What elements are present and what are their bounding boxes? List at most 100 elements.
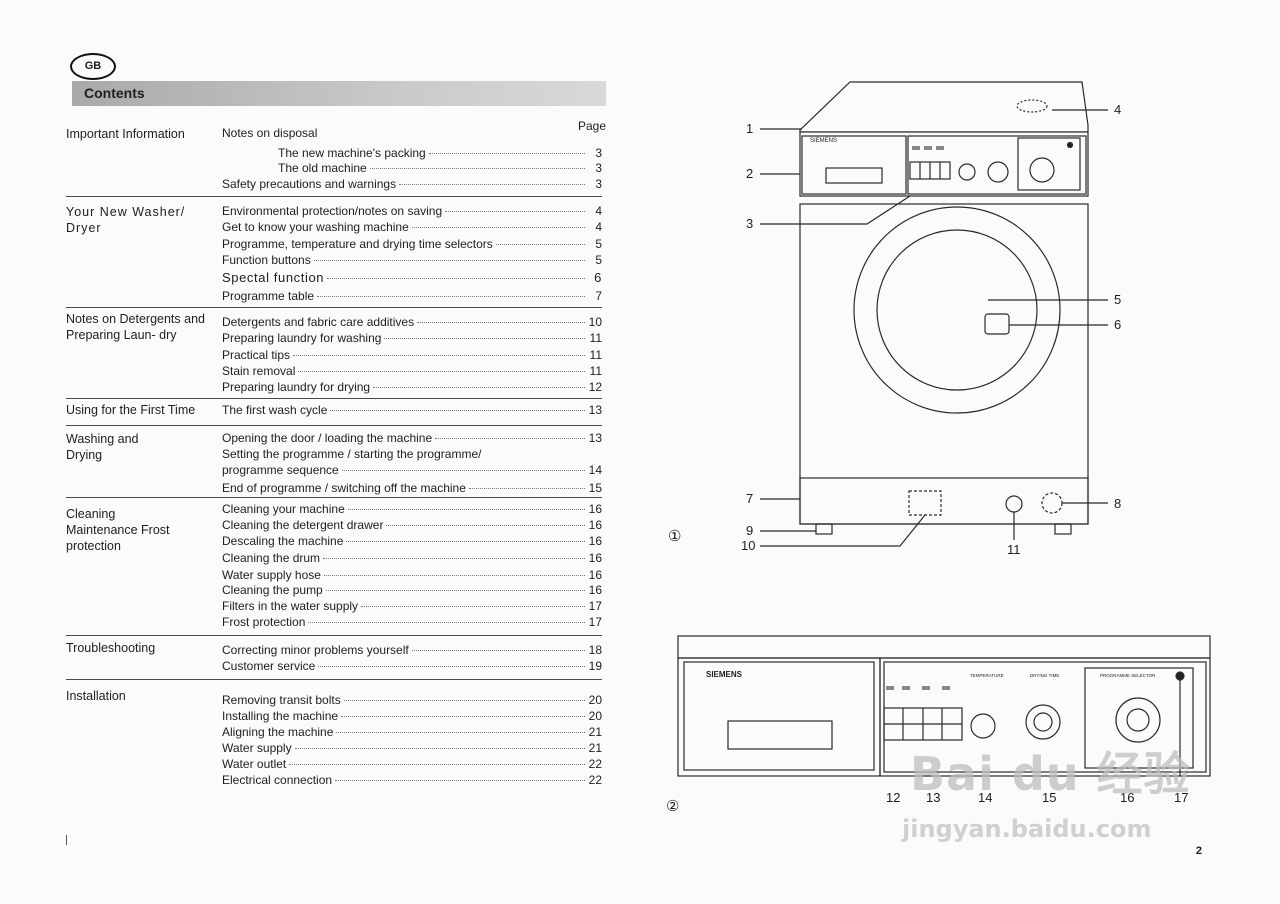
callout-8: 8 [1114,496,1122,511]
page-number: 2 [1195,845,1202,857]
top-marker [1016,99,1048,113]
figure-2-number: ② [666,798,680,815]
figure-1-number: ① [668,528,682,545]
drying-time-dial [987,161,1009,183]
section-title: Notes on Detergents and Preparing Laun- … [66,312,205,342]
machine-body [799,203,1089,525]
section-divider [66,398,602,399]
panel-top-strip [677,635,1211,659]
callout-4: 4 [1114,102,1122,117]
toc-entry[interactable]: Environmental protection/notes on saving… [222,204,602,218]
temperature-label: TEMPERATURE [970,673,1004,678]
section-divider [66,635,602,636]
section-title: Important Information [66,127,185,141]
callout-11: 11 [1007,542,1021,557]
language-badge: GB [70,53,116,80]
callout-12: 12 [886,790,901,805]
programme-selector-area [1017,137,1081,191]
callout-2: 2 [746,166,754,181]
programme-selector-label: PROGRAMME SELECTOR [1100,673,1156,678]
toc-entry[interactable]: Programme, temperature and drying time s… [222,237,602,251]
contents-page: GB Contents Page Important Information N… [66,53,607,845]
door-handle [984,313,1010,335]
programme-selector-dial [1029,157,1055,183]
toc-entry[interactable]: Notes on disposal [222,126,318,140]
toc-entry[interactable]: End of programme / switching off the mac… [222,481,602,495]
control-panel-front [799,131,1089,197]
machine-brand: SIEMENS [810,138,838,144]
panel-drying-dial [1025,704,1061,740]
callout-17: 17 [1174,790,1189,805]
plinth [799,477,1089,525]
section-title: Cleaning Maintenance Frost protection [66,507,170,553]
panel-brand: SIEMENS [706,670,743,679]
section-title: Your New Washer/ Dryer [66,205,186,235]
panel-drawer-handle [727,720,833,750]
page-column-label: Page [578,119,607,133]
contents-header-bar: Contents [72,81,606,106]
callout-16: 16 [1120,790,1135,805]
drying-time-label: DRYING TIME [1030,673,1060,678]
machine-top-cover [799,81,1089,133]
callout-3: 3 [746,216,754,231]
temperature-dial [958,163,976,181]
foot-left [815,523,833,535]
washing-machine-diagram [677,81,1211,777]
panel-programme-area [1084,667,1194,769]
toc-entry[interactable]: Setting the programme / starting the pro… [222,447,482,461]
section-title: Washing and Drying [66,432,139,462]
watermark-logo: Bai du 经验 [910,747,1191,801]
callout-9: 9 [746,523,754,538]
panel-controls-detail [879,657,1211,777]
panel-indicator-light [1175,671,1185,681]
foot-right [1054,523,1072,535]
watermark-url: jingyan.baidu.com [902,815,1152,843]
section-divider [66,196,602,197]
callout-7: 7 [746,491,754,506]
callout-15: 15 [1042,790,1057,805]
panel-temperature-dial [970,713,996,739]
callout-1: 1 [746,121,754,136]
section-divider [66,307,602,308]
margin-mark [66,835,67,845]
section-title: Using for the First Time [66,403,196,417]
callout-5: 5 [1114,292,1122,307]
section-divider [66,679,602,680]
drawer-handle [825,167,883,184]
panel-controls [907,135,1087,195]
door-outer-ring [853,206,1061,414]
section-title: Installation [66,689,126,703]
contents-title: Contents [84,85,145,101]
